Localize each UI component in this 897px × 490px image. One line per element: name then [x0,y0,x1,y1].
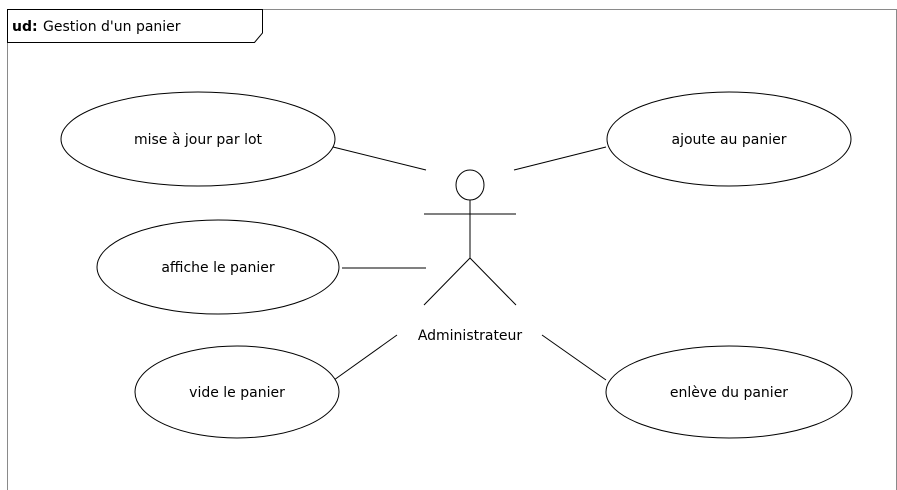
use-case-label: ajoute au panier [672,132,787,148]
use-case-ajoute-au-panier[interactable]: ajoute au panier [606,91,852,187]
use-case-enleve-du-panier[interactable]: enlève du panier [605,345,853,439]
association-mise-a-jour[interactable] [332,146,427,171]
use-case-affiche-le-panier[interactable]: affiche le panier [96,219,340,315]
use-case-label: enlève du panier [670,385,788,401]
actor-administrateur[interactable]: Administrateur [418,169,523,344]
use-case-label: mise à jour par lot [134,132,263,148]
association-enleve[interactable] [541,334,607,381]
actor-name: Administrateur [418,328,523,344]
frame-kind-label: ud: [12,19,38,35]
actor-head-icon [455,169,485,201]
actor-right-leg [469,257,517,306]
association-ajoute[interactable] [513,146,607,171]
actor-left-leg [423,257,471,306]
use-case-label: vide le panier [189,385,285,401]
use-case-label: affiche le panier [161,260,275,276]
use-case-mise-a-jour-par-lot[interactable]: mise à jour par lot [60,91,336,187]
use-case-vide-le-panier[interactable]: vide le panier [134,345,340,439]
frame-title: Gestion d'un panier [43,19,181,35]
association-vide[interactable] [333,334,398,381]
frame-tab: ud: Gestion d'un panier [7,9,263,43]
